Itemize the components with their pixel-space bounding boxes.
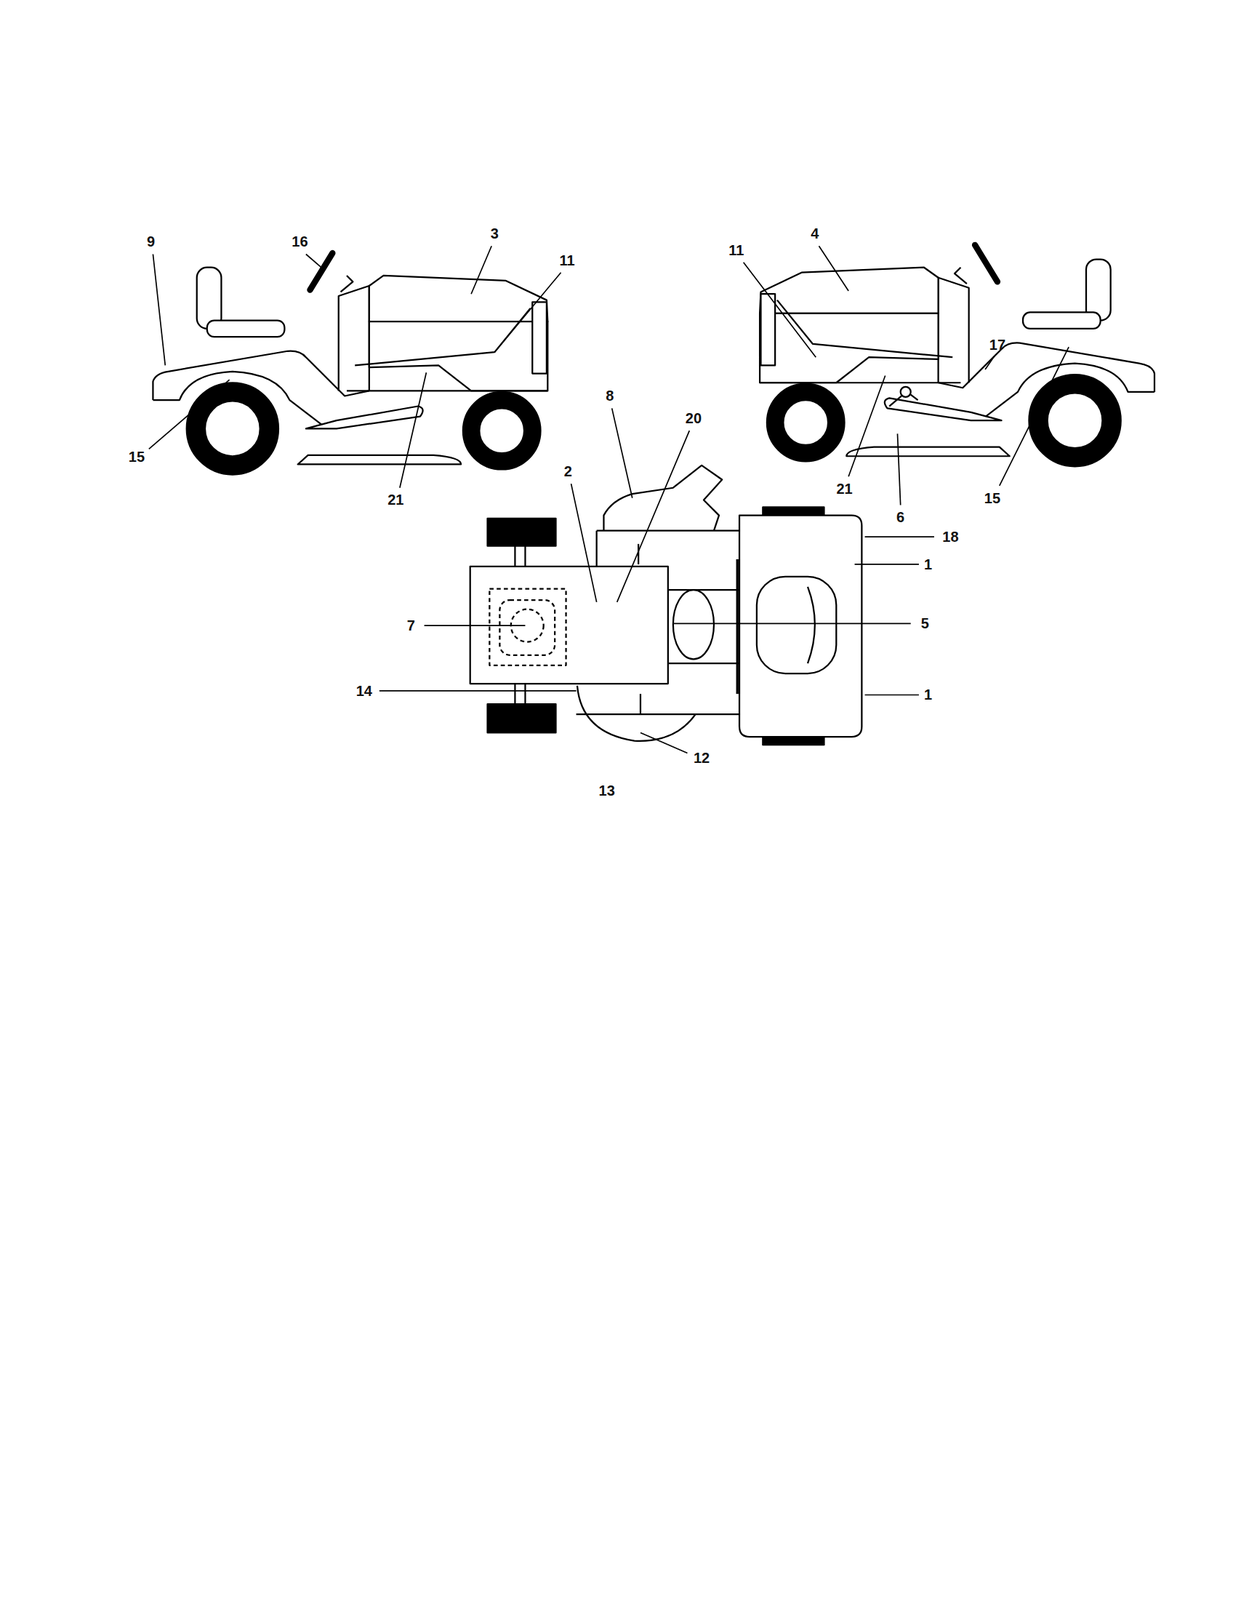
callout-number: 1	[924, 556, 933, 572]
callout-number: 20	[685, 410, 702, 426]
callout-number: 21	[387, 492, 404, 507]
callout-number: 6	[896, 509, 905, 525]
callout-number: 17	[989, 337, 1006, 352]
callout-number: 3	[490, 226, 499, 241]
callout-number: 13	[599, 782, 616, 798]
callout-number: 4	[810, 226, 819, 241]
callout-number: 8	[605, 388, 614, 403]
callout-number: 2	[564, 463, 573, 479]
callout-number: 15	[984, 490, 1001, 506]
callout-number: 11	[559, 252, 575, 268]
callout-number: 1	[924, 687, 933, 702]
callout-number: 5	[921, 615, 930, 631]
callout-number: 11	[728, 242, 744, 258]
callout-number: 18	[942, 529, 959, 544]
callout-number: 12	[693, 750, 710, 765]
callout-number: 7	[407, 617, 416, 633]
callout-number: 9	[146, 234, 155, 249]
callout-number: 21	[836, 481, 853, 496]
callout-number: 15	[128, 449, 145, 464]
callout-number: 16	[291, 234, 308, 249]
callout-number: 14	[356, 683, 373, 698]
